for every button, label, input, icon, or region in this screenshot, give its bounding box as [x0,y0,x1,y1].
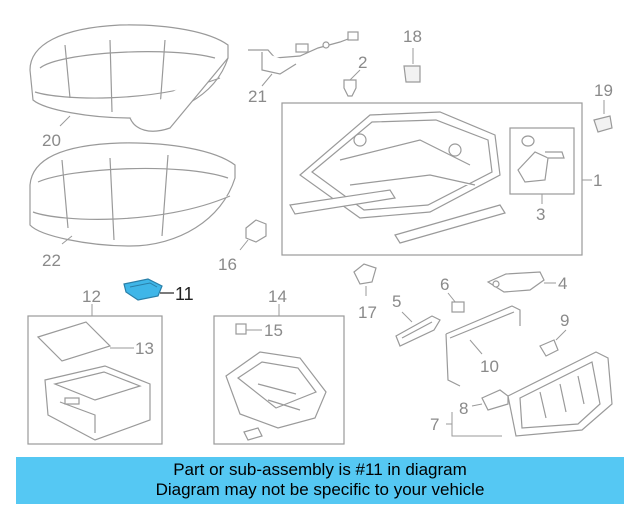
banner-line-1: Part or sub-assembly is #11 in diagram [173,460,467,479]
leader-20 [59,115,71,127]
callout-16: 16 [218,255,237,274]
part-13-insulator-sheet [36,321,112,362]
part-8-bezel [481,389,509,411]
part-20-seat-cushion-pad [29,24,229,132]
callout-20: 20 [42,131,61,150]
part-14-air-duct [225,351,327,441]
callout-21: 21 [248,87,267,106]
callout-4: 4 [558,274,567,293]
leader-8 [471,403,483,407]
callout-5: 5 [392,292,401,311]
callout-8: 8 [459,399,468,418]
part-18-clip [403,48,421,83]
part-3-motor-assembly [517,135,565,183]
callout-1: 1 [593,171,602,190]
part-19-cap [593,100,613,133]
part-15-bulb [235,323,262,335]
part-9-clip [539,329,567,357]
callout-2: 2 [358,53,367,72]
part-12-storage-tray [44,365,151,441]
callout-12: 12 [82,287,101,306]
part-21-wire-harness [248,31,359,75]
leader-5 [401,311,413,323]
leader-21 [261,73,273,87]
part-4-lever-bracket [486,271,556,293]
part-16-bracket [239,219,267,251]
sub-assembly-box-14 [213,315,345,445]
callout-10: 10 [480,357,499,376]
callout-18: 18 [403,27,422,46]
part-22-seat-cushion-cover [29,142,236,247]
callout-19: 19 [594,81,613,100]
callout-6: 6 [440,275,449,294]
callout-17: 17 [358,303,377,322]
part-17-clip [353,263,377,296]
callout-11: 11 [175,284,194,304]
banner-line-2: Diagram may not be specific to your vehi… [155,480,485,499]
sub-assembly-box-12 [27,315,163,445]
part-5-trim [395,315,441,347]
part-10-wire-frame [445,305,521,387]
info-banner: Part or sub-assembly is #11 in diagram D… [16,457,624,504]
leader-6 [447,292,457,304]
part-11-highlighted-bracket [123,278,163,301]
leader-22 [61,235,73,245]
part-7-side-shield [507,351,613,437]
leader-7 [446,412,502,437]
callout-15: 15 [264,321,283,340]
callout-9: 9 [560,311,569,330]
part-1-seat-frame [289,111,506,244]
callout-22: 22 [42,251,61,270]
part-2-bolt [343,69,361,97]
callout-14: 14 [268,287,287,306]
callout-13: 13 [135,339,154,358]
part-6-plate [451,301,465,313]
callout-3: 3 [536,205,545,224]
frame-assembly-box [281,102,583,256]
callout-7: 7 [430,415,439,434]
